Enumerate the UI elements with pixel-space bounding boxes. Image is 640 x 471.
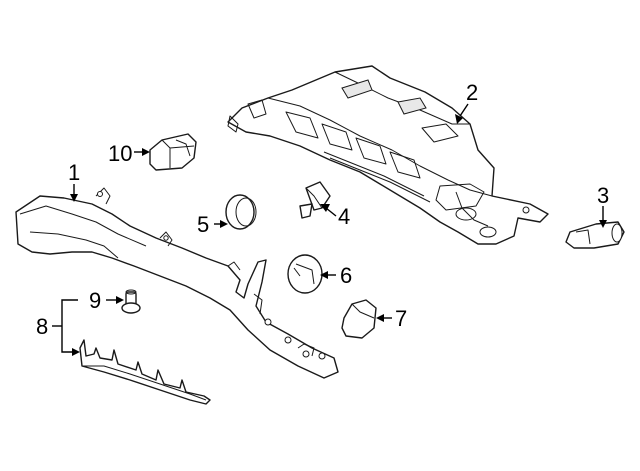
part-6-knob (287, 254, 323, 294)
callout-3: 3 (597, 183, 609, 208)
callout-9: 9 (89, 288, 101, 313)
part-8-trim-strip (79, 339, 211, 405)
lower-trim-panel (15, 187, 339, 379)
part-7-clip (341, 299, 377, 339)
callout-7: 7 (395, 306, 407, 331)
callout-6: 6 (340, 263, 352, 288)
part-3-bracket (565, 221, 625, 249)
part-4-connector (299, 181, 331, 219)
part-9-screw (121, 289, 141, 314)
callout-8: 8 (36, 314, 48, 339)
callout-1: 1 (68, 160, 80, 185)
part-10-sensor (149, 133, 197, 171)
callout-4: 4 (338, 204, 350, 229)
part-5-cap (225, 194, 257, 230)
callout-labels: 1 2 3 4 5 6 7 8 9 10 (36, 80, 609, 339)
callout-2: 2 (466, 80, 478, 105)
callout-10: 10 (108, 141, 132, 166)
callout-5: 5 (197, 212, 209, 237)
leader-lines (52, 103, 607, 356)
glove-box-assembly (227, 65, 549, 245)
